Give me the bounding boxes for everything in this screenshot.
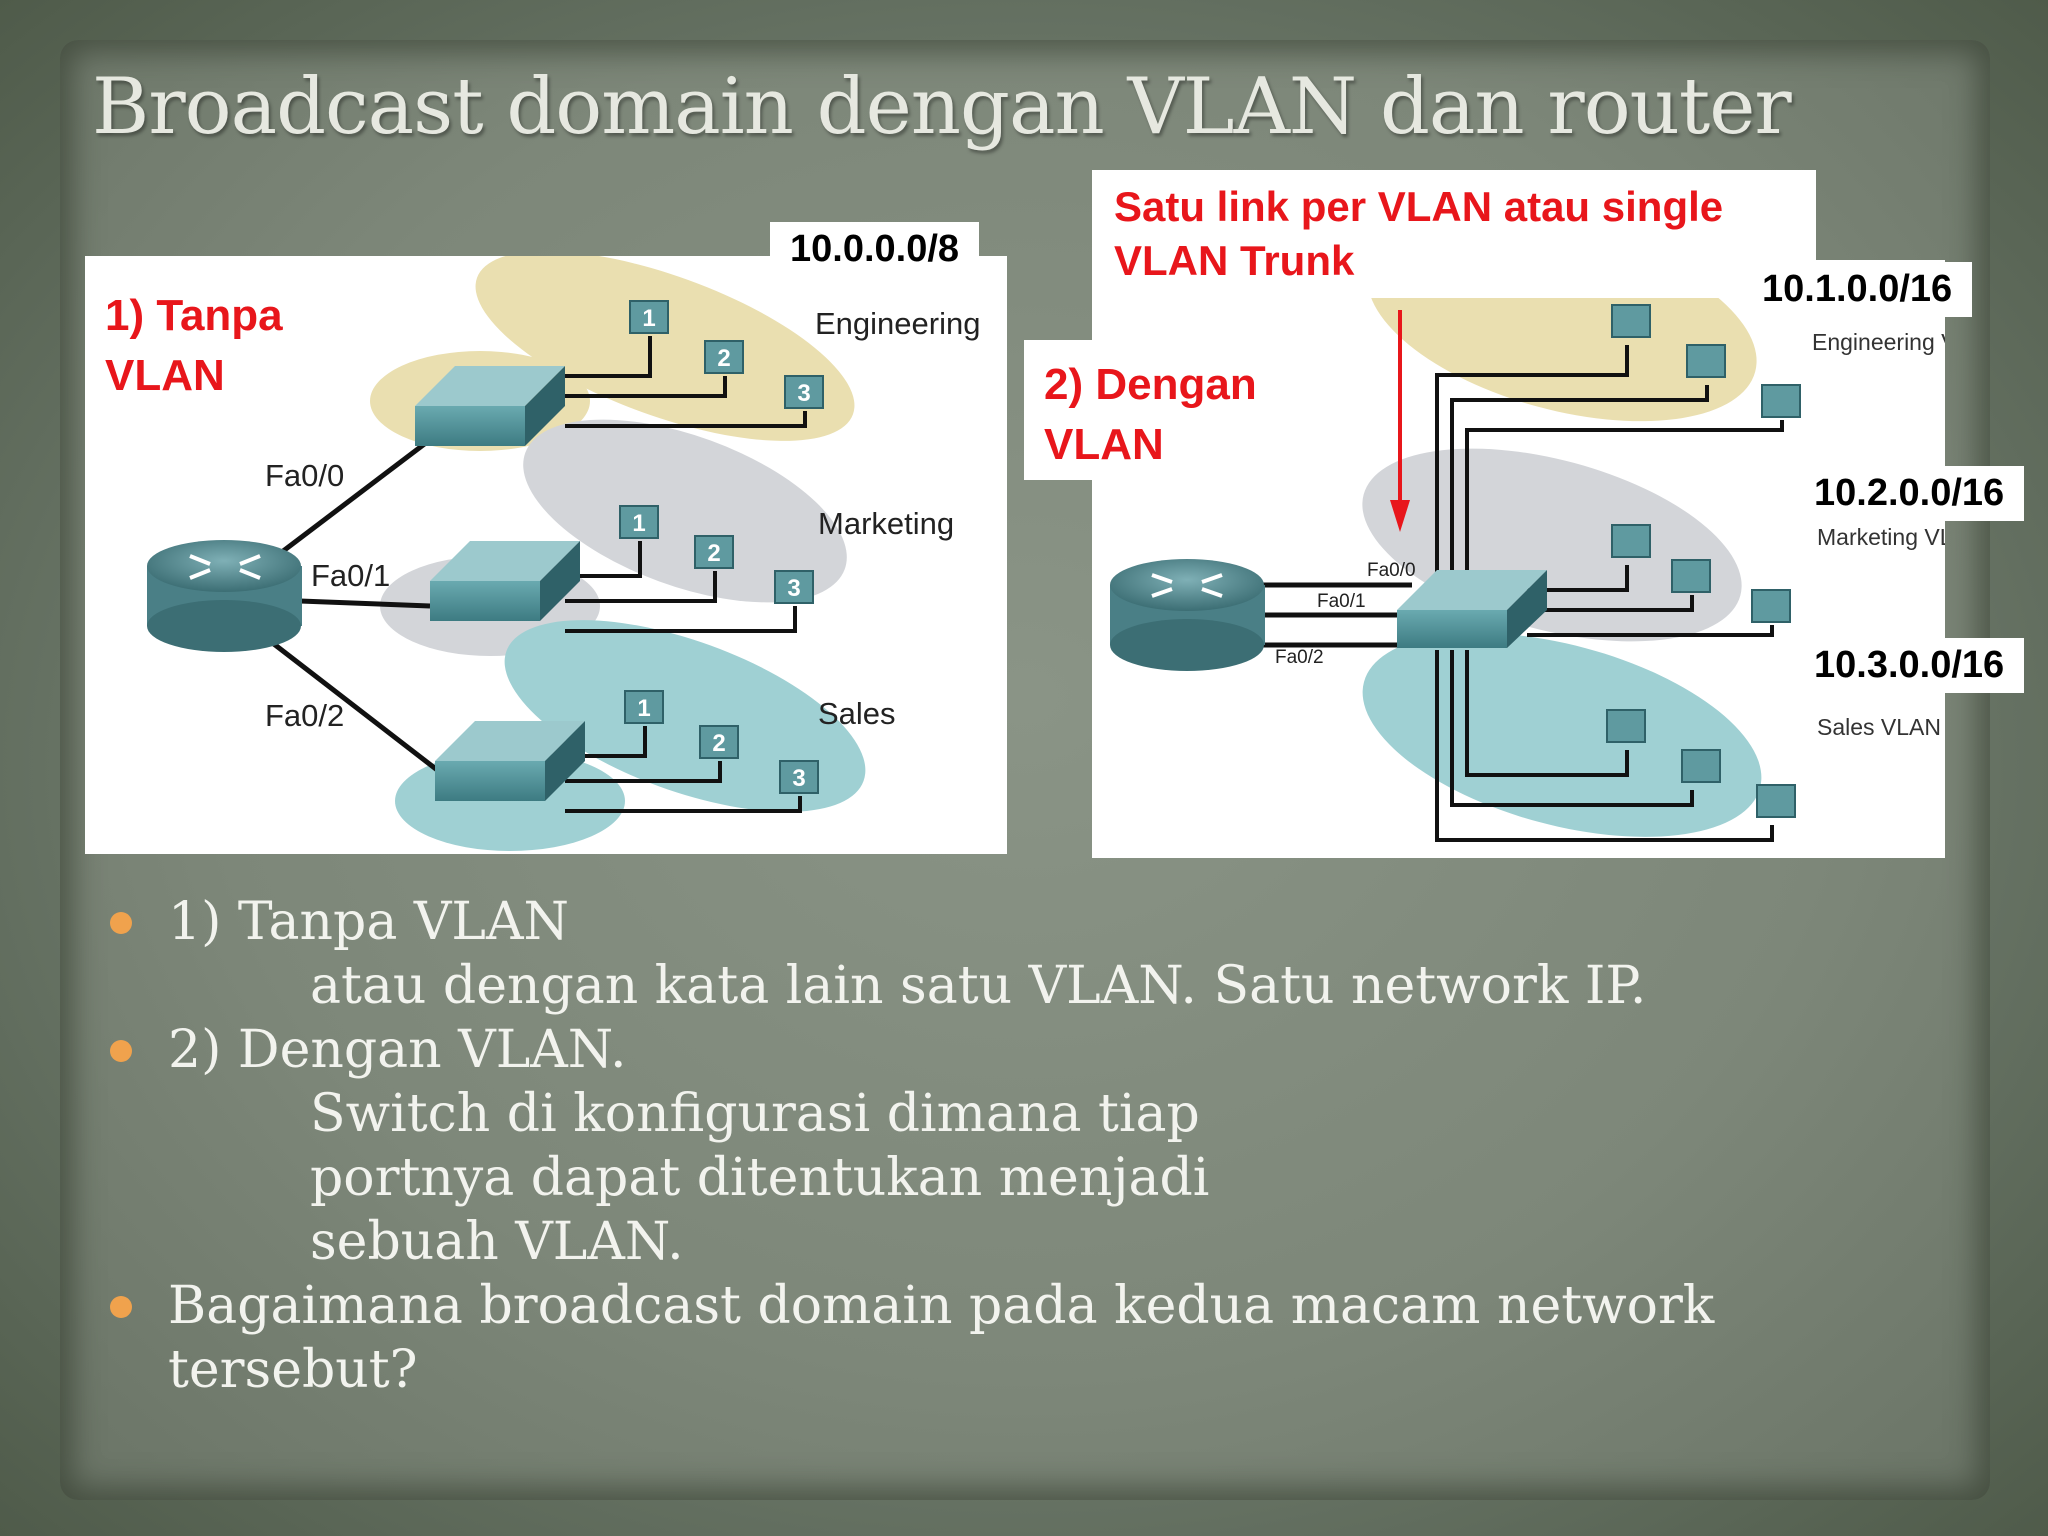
pc-number: 1 xyxy=(642,305,655,332)
bullet-dot xyxy=(110,912,132,934)
bullet-subtext-text: atau dengan kata lain satu VLAN. Satu ne… xyxy=(310,956,1647,1016)
bullet-item: Bagaimana broadcast domain pada kedua ma… xyxy=(110,1274,1828,1402)
bullet-text: 2) Dengan VLAN. xyxy=(168,1020,627,1080)
bullet-dot xyxy=(110,1040,132,1062)
bullet-text: Bagaimana broadcast domain pada kedua ma… xyxy=(168,1276,1715,1400)
switch-icon xyxy=(430,541,580,621)
switch-icon xyxy=(1397,570,1547,648)
pc-number: 1 xyxy=(637,695,650,722)
router-icon xyxy=(147,540,302,652)
network-diagram-left: 1 2 3 1 2 3 1 2 3 Engineering Marketing … xyxy=(147,256,980,851)
label-without-vlan: 1) Tanpa VLAN xyxy=(105,291,283,400)
router-icon xyxy=(1110,559,1265,671)
pc-number: 2 xyxy=(707,540,720,567)
router-links xyxy=(268,434,447,778)
bullet-list: 1) Tanpa VLAN atau dengan kata lain satu… xyxy=(110,890,1910,1402)
sales-group xyxy=(504,620,866,812)
port-label: Fa0/2 xyxy=(265,698,344,733)
engineering-group xyxy=(475,256,855,441)
pc-icon xyxy=(619,300,824,794)
network-address-left: 10.0.0.0/8 xyxy=(770,222,980,277)
group-label-engineering: Engineering xyxy=(815,306,980,341)
pc-number: 2 xyxy=(717,345,730,372)
bullet-subtext-text: Switch di konfigurasi dimana tiap portny… xyxy=(310,1084,1210,1272)
group-label-engineering-vlan: Engineering VLAN xyxy=(1812,329,1945,355)
bullet-item: 2) Dengan VLAN. xyxy=(110,1018,1910,1082)
switch-pc-links xyxy=(560,336,807,813)
port-label: Fa0/1 xyxy=(1317,591,1366,612)
bullet-subtext: Switch di konfigurasi dimana tiap portny… xyxy=(110,1082,1310,1274)
group-label-marketing: Marketing xyxy=(818,506,954,541)
pc-number: 2 xyxy=(712,730,725,757)
switch-icon xyxy=(415,366,565,446)
group-label-sales: Sales xyxy=(818,696,896,731)
port-label: Fa0/0 xyxy=(1367,560,1416,581)
network-address-sales: 10.3.0.0/16 xyxy=(1794,638,2025,693)
label-with-vlan: 2) Dengan VLAN xyxy=(1044,360,1257,469)
bullet-dot xyxy=(110,1296,132,1318)
network-address-marketing: 10.2.0.0/16 xyxy=(1794,466,2025,521)
group-label-marketing-vlan: Marketing VLAN xyxy=(1817,524,1945,550)
pc-number: 3 xyxy=(792,765,805,792)
vlan-links xyxy=(1435,345,1784,842)
pc-number: 3 xyxy=(797,380,810,407)
router-switch-links xyxy=(1257,582,1412,648)
marketing-group xyxy=(523,419,847,603)
port-label: Fa0/2 xyxy=(1275,647,1324,668)
pc-icon xyxy=(1606,304,1801,818)
bullet-item: 1) Tanpa VLAN xyxy=(110,890,1910,954)
slide-title: Broadcast domain dengan VLAN dan router xyxy=(92,62,1792,152)
trunk-caption: Satu link per VLAN atau single VLAN Trun… xyxy=(1092,170,1816,298)
network-address-engineering: 10.1.0.0/16 xyxy=(1742,262,1973,317)
bullet-subtext: atau dengan kata lain satu VLAN. Satu ne… xyxy=(110,954,1910,1018)
port-label: Fa0/1 xyxy=(311,558,390,593)
sales-vlan-group xyxy=(1362,633,1762,837)
trunk-arrow xyxy=(1390,310,1410,532)
group-label-sales-vlan: Sales VLAN xyxy=(1817,714,1941,740)
switch-icon xyxy=(435,721,585,801)
pc-number: 1 xyxy=(632,510,645,537)
pc-number: 3 xyxy=(787,575,800,602)
port-label: Fa0/0 xyxy=(265,458,344,493)
bullet-text: 1) Tanpa VLAN xyxy=(168,892,569,952)
label-with-vlan-box: 2) Dengan VLAN xyxy=(1024,340,1324,480)
diagram-without-vlan: 1 2 3 1 2 3 1 2 3 Engineering Marketing … xyxy=(85,256,1007,854)
